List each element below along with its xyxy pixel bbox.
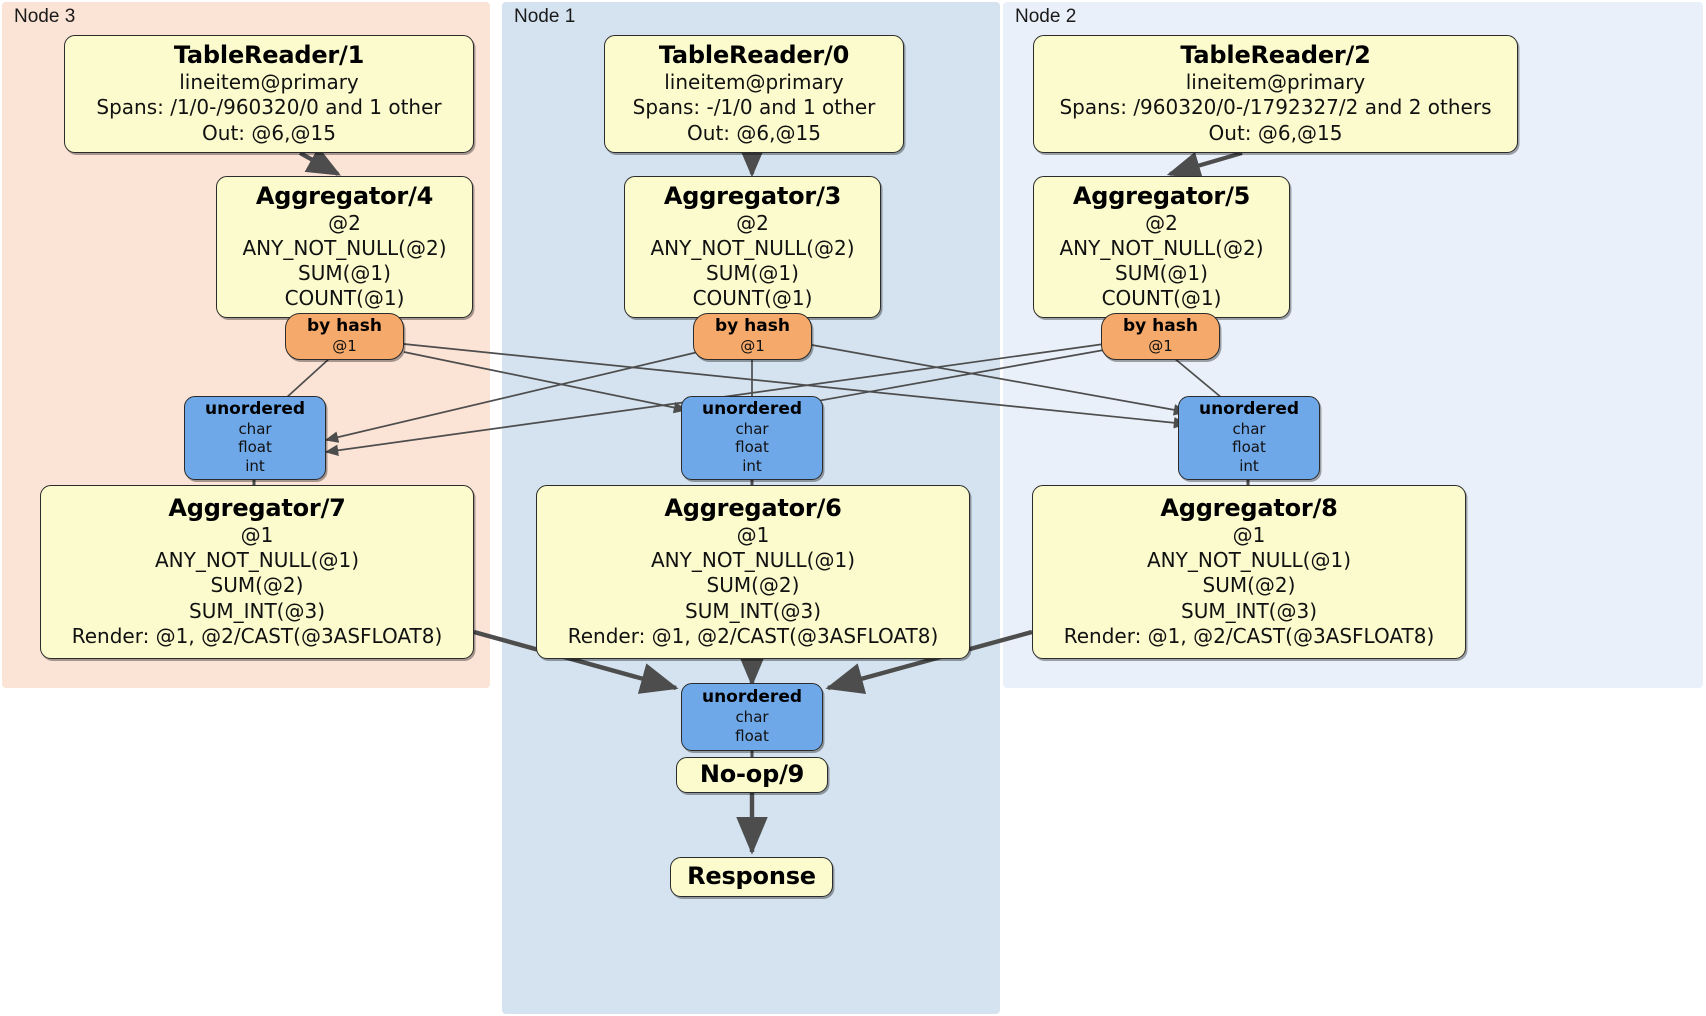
synchronizer-type: int (245, 457, 265, 476)
processor-detail: @1 (1232, 522, 1266, 547)
region-node-3-label: Node 3 (14, 6, 76, 27)
synchronizer-type: char (1232, 419, 1266, 438)
processor-title: TableReader/0 (658, 41, 850, 70)
synchronizer-title: unordered (1198, 399, 1300, 420)
synchronizer-title: unordered (701, 687, 803, 708)
processor-no-op-9[interactable]: No-op/9 (676, 757, 828, 793)
processor-detail: @2 (328, 210, 361, 235)
processor-detail: COUNT(@1) (692, 286, 813, 311)
processor-detail: lineitem@primary (1185, 70, 1366, 95)
processor-detail: ANY_NOT_NULL(@1) (651, 548, 855, 573)
processor-detail: SUM(@1) (1115, 260, 1208, 285)
processor-aggregator-7[interactable]: Aggregator/7 @1 ANY_NOT_NULL(@1) SUM(@2)… (40, 485, 474, 659)
processor-detail: Out: @6,@15 (202, 120, 336, 145)
router-detail: @1 (332, 336, 357, 355)
router-detail: @1 (740, 336, 765, 355)
processor-table-reader-0[interactable]: TableReader/0 lineitem@primary Spans: -/… (604, 35, 904, 153)
processor-detail: ANY_NOT_NULL(@1) (1147, 548, 1351, 573)
processor-detail: lineitem@primary (179, 70, 359, 95)
processor-detail: lineitem@primary (664, 70, 844, 95)
processor-aggregator-3[interactable]: Aggregator/3 @2 ANY_NOT_NULL(@2) SUM(@1)… (624, 176, 881, 318)
processor-detail: COUNT(@1) (284, 286, 405, 311)
processor-detail: COUNT(@1) (1101, 286, 1222, 311)
router-title: by hash (1123, 316, 1198, 337)
synchronizer-type: int (1239, 457, 1259, 476)
synchronizer-title: unordered (204, 399, 306, 420)
processor-detail: @1 (240, 522, 274, 547)
processor-detail: SUM(@1) (298, 260, 391, 285)
processor-title: Aggregator/6 (664, 494, 842, 523)
processor-title: Aggregator/8 (1160, 494, 1338, 523)
processor-detail: ANY_NOT_NULL(@2) (1059, 235, 1264, 260)
processor-detail: ANY_NOT_NULL(@2) (242, 235, 447, 260)
synchronizer-unordered-aggregator-7[interactable]: unordered char float int (184, 396, 326, 480)
synchronizer-unordered-aggregator-8[interactable]: unordered char float int (1178, 396, 1320, 480)
processor-table-reader-1[interactable]: TableReader/1 lineitem@primary Spans: /1… (64, 35, 474, 153)
processor-title: No-op/9 (699, 760, 805, 789)
processor-title: Aggregator/5 (1072, 181, 1251, 210)
processor-render: Render: @1, @2/CAST(@3ASFLOAT8) (567, 623, 939, 648)
synchronizer-type: float (238, 438, 272, 457)
processor-detail: SUM(@2) (706, 573, 800, 598)
processor-render: Render: @1, @2/CAST(@3ASFLOAT8) (71, 623, 443, 648)
processor-detail: Spans: /1/0-/960320/0 and 1 other (96, 95, 442, 120)
processor-aggregator-6[interactable]: Aggregator/6 @1 ANY_NOT_NULL(@1) SUM(@2)… (536, 485, 970, 659)
router-detail: @1 (1148, 336, 1173, 355)
processor-aggregator-5[interactable]: Aggregator/5 @2 ANY_NOT_NULL(@2) SUM(@1)… (1033, 176, 1290, 318)
synchronizer-type: char (238, 419, 272, 438)
router-by-hash-aggregator-5[interactable]: by hash @1 (1101, 313, 1220, 360)
processor-detail: Spans: -/1/0 and 1 other (632, 95, 876, 120)
processor-title: Response (687, 862, 816, 891)
synchronizer-title: unordered (701, 399, 803, 420)
synchronizer-type: char (735, 708, 769, 727)
processor-render: Render: @1, @2/CAST(@3ASFLOAT8) (1063, 623, 1435, 648)
processor-detail: SUM(@2) (210, 573, 304, 598)
processor-title: Aggregator/7 (168, 494, 346, 523)
router-title: by hash (307, 316, 382, 337)
processor-detail: Out: @6,@15 (687, 120, 821, 145)
router-by-hash-aggregator-3[interactable]: by hash @1 (693, 313, 812, 360)
synchronizer-type: char (735, 419, 769, 438)
processor-detail: SUM(@1) (706, 260, 799, 285)
processor-title: Aggregator/4 (255, 181, 434, 210)
synchronizer-type: int (742, 457, 762, 476)
processor-detail: SUM_INT(@3) (189, 598, 325, 623)
processor-detail: @2 (1145, 210, 1178, 235)
region-node-1-label: Node 1 (514, 6, 576, 27)
processor-detail: ANY_NOT_NULL(@2) (650, 235, 855, 260)
processor-detail: Spans: /960320/0-/1792327/2 and 2 others (1059, 95, 1492, 120)
processor-response[interactable]: Response (670, 857, 833, 897)
processor-aggregator-4[interactable]: Aggregator/4 @2 ANY_NOT_NULL(@2) SUM(@1)… (216, 176, 473, 318)
processor-table-reader-2[interactable]: TableReader/2 lineitem@primary Spans: /9… (1033, 35, 1518, 153)
synchronizer-type: float (735, 726, 769, 745)
processor-detail: SUM(@2) (1202, 573, 1296, 598)
processor-aggregator-8[interactable]: Aggregator/8 @1 ANY_NOT_NULL(@1) SUM(@2)… (1032, 485, 1466, 659)
synchronizer-unordered-aggregator-6[interactable]: unordered char float int (681, 396, 823, 480)
processor-detail: SUM_INT(@3) (685, 598, 821, 623)
processor-detail: @2 (736, 210, 769, 235)
synchronizer-type: float (1232, 438, 1266, 457)
processor-detail: ANY_NOT_NULL(@1) (155, 548, 359, 573)
processor-title: TableReader/2 (1180, 41, 1371, 70)
processor-title: Aggregator/3 (663, 181, 842, 210)
processor-title: TableReader/1 (173, 41, 365, 70)
processor-detail: SUM_INT(@3) (1181, 598, 1317, 623)
synchronizer-type: float (735, 438, 769, 457)
region-node-2-label: Node 2 (1015, 6, 1077, 27)
router-by-hash-aggregator-4[interactable]: by hash @1 (285, 313, 404, 360)
synchronizer-unordered-final[interactable]: unordered char float (681, 683, 823, 751)
processor-detail: @1 (736, 522, 770, 547)
processor-detail: Out: @6,@15 (1208, 120, 1343, 145)
router-title: by hash (715, 316, 790, 337)
